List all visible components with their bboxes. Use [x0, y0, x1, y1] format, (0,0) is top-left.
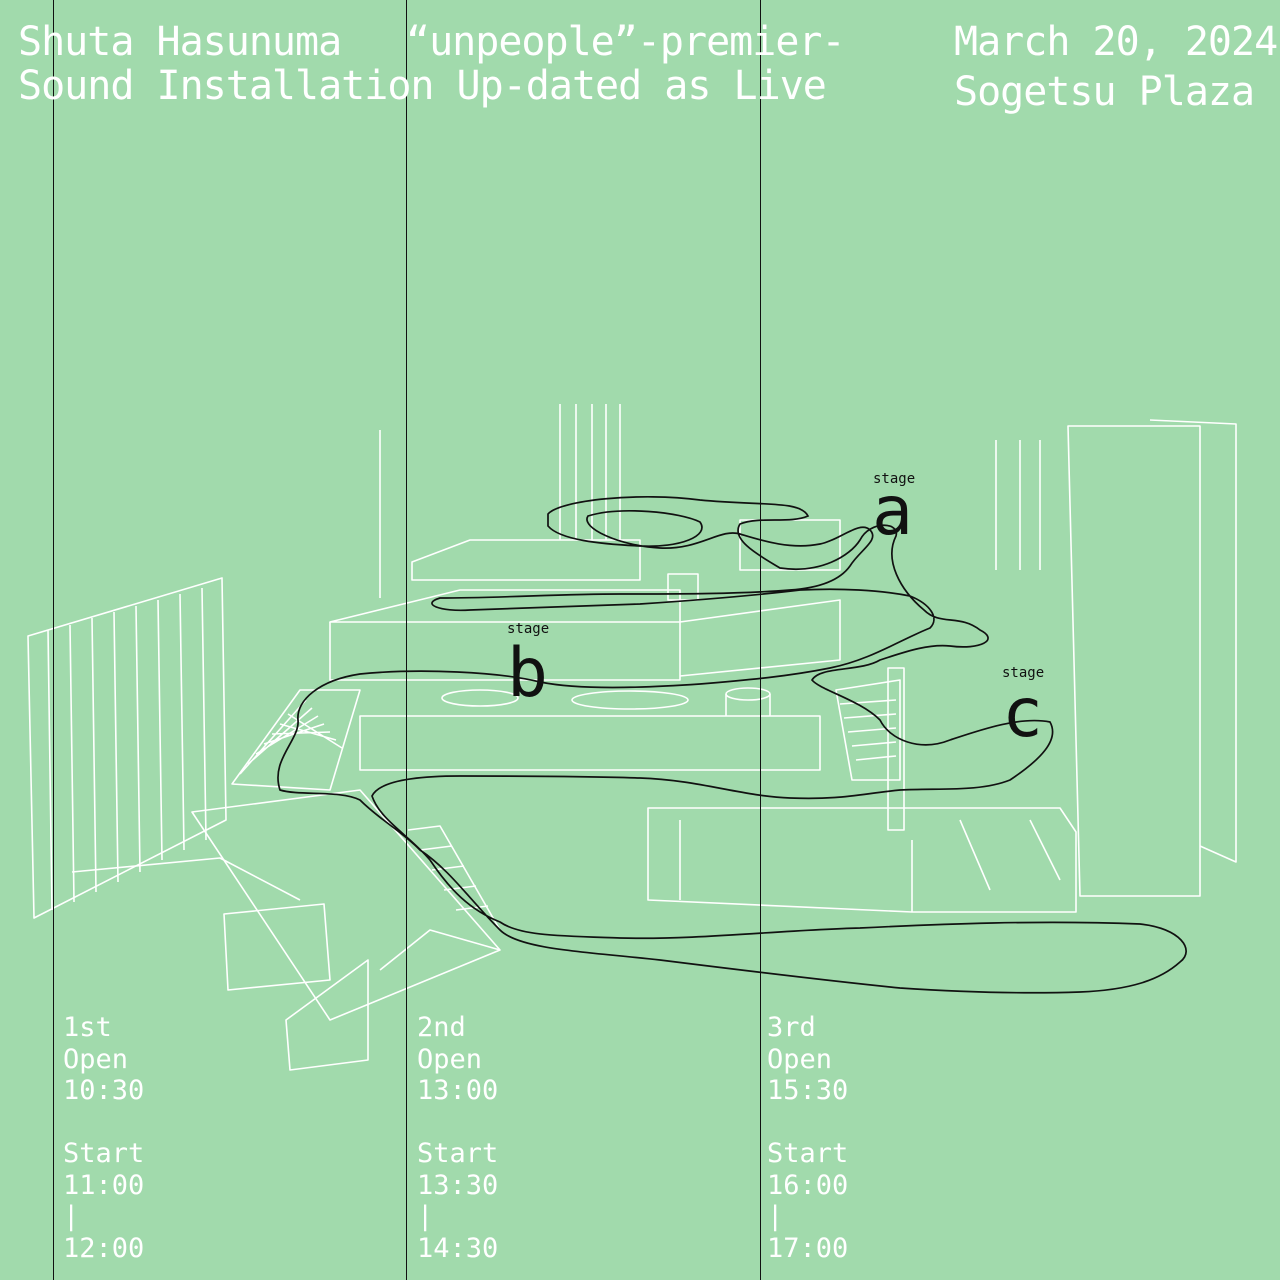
- end-time: 14:30: [417, 1232, 499, 1264]
- audience-path: [277, 496, 1187, 994]
- open-time: 15:30: [767, 1075, 849, 1106]
- session-ordinal: 1st: [63, 1012, 112, 1043]
- time-separator: |: [767, 1201, 784, 1232]
- stage-a-letter: a: [872, 472, 913, 551]
- column-divider-3: [760, 0, 761, 1280]
- stage-a-label: stage: [873, 471, 916, 487]
- start-time: 11:00: [63, 1169, 145, 1201]
- session-2: 2nd Open 13:00 Start 13:30 | 14:30: [417, 1012, 498, 1264]
- time-separator: |: [417, 1201, 434, 1232]
- stage-b-letter: b: [507, 634, 548, 713]
- event-venue: Sogetsu Plaza: [954, 69, 1255, 115]
- time-separator: |: [63, 1201, 80, 1232]
- end-time: 12:00: [63, 1232, 145, 1264]
- session-1: 1st Open 10:30 Start 11:00 | 12:00: [63, 1012, 144, 1264]
- session-ordinal: 2nd: [417, 1012, 466, 1043]
- end-time: 17:00: [767, 1232, 849, 1264]
- open-time: 13:00: [417, 1075, 499, 1106]
- start-label: Start: [767, 1138, 849, 1169]
- session-3: 3rd Open 15:30 Start 16:00 | 17:00: [767, 1012, 848, 1264]
- stage-c-letter: c: [1002, 674, 1043, 753]
- start-label: Start: [63, 1138, 145, 1169]
- event-subtitle: Sound Installation Up-dated as Live: [18, 63, 827, 109]
- open-label: Open: [63, 1043, 129, 1075]
- start-time: 16:00: [767, 1169, 849, 1201]
- column-divider-2: [406, 0, 407, 1280]
- open-label: Open: [417, 1043, 483, 1075]
- start-time: 13:30: [417, 1169, 499, 1201]
- work-title: “unpeople”-premier-: [406, 19, 846, 65]
- stage-b-label: stage: [507, 621, 550, 637]
- start-label: Start: [417, 1138, 499, 1169]
- open-time: 10:30: [63, 1075, 145, 1106]
- column-divider-1: [53, 0, 54, 1280]
- stage-c-label: stage: [1002, 665, 1045, 681]
- session-ordinal: 3rd: [767, 1012, 816, 1043]
- event-date: March 20, 2024: [954, 19, 1278, 65]
- open-label: Open: [767, 1043, 833, 1075]
- artist-name: Shuta Hasunuma: [18, 19, 342, 65]
